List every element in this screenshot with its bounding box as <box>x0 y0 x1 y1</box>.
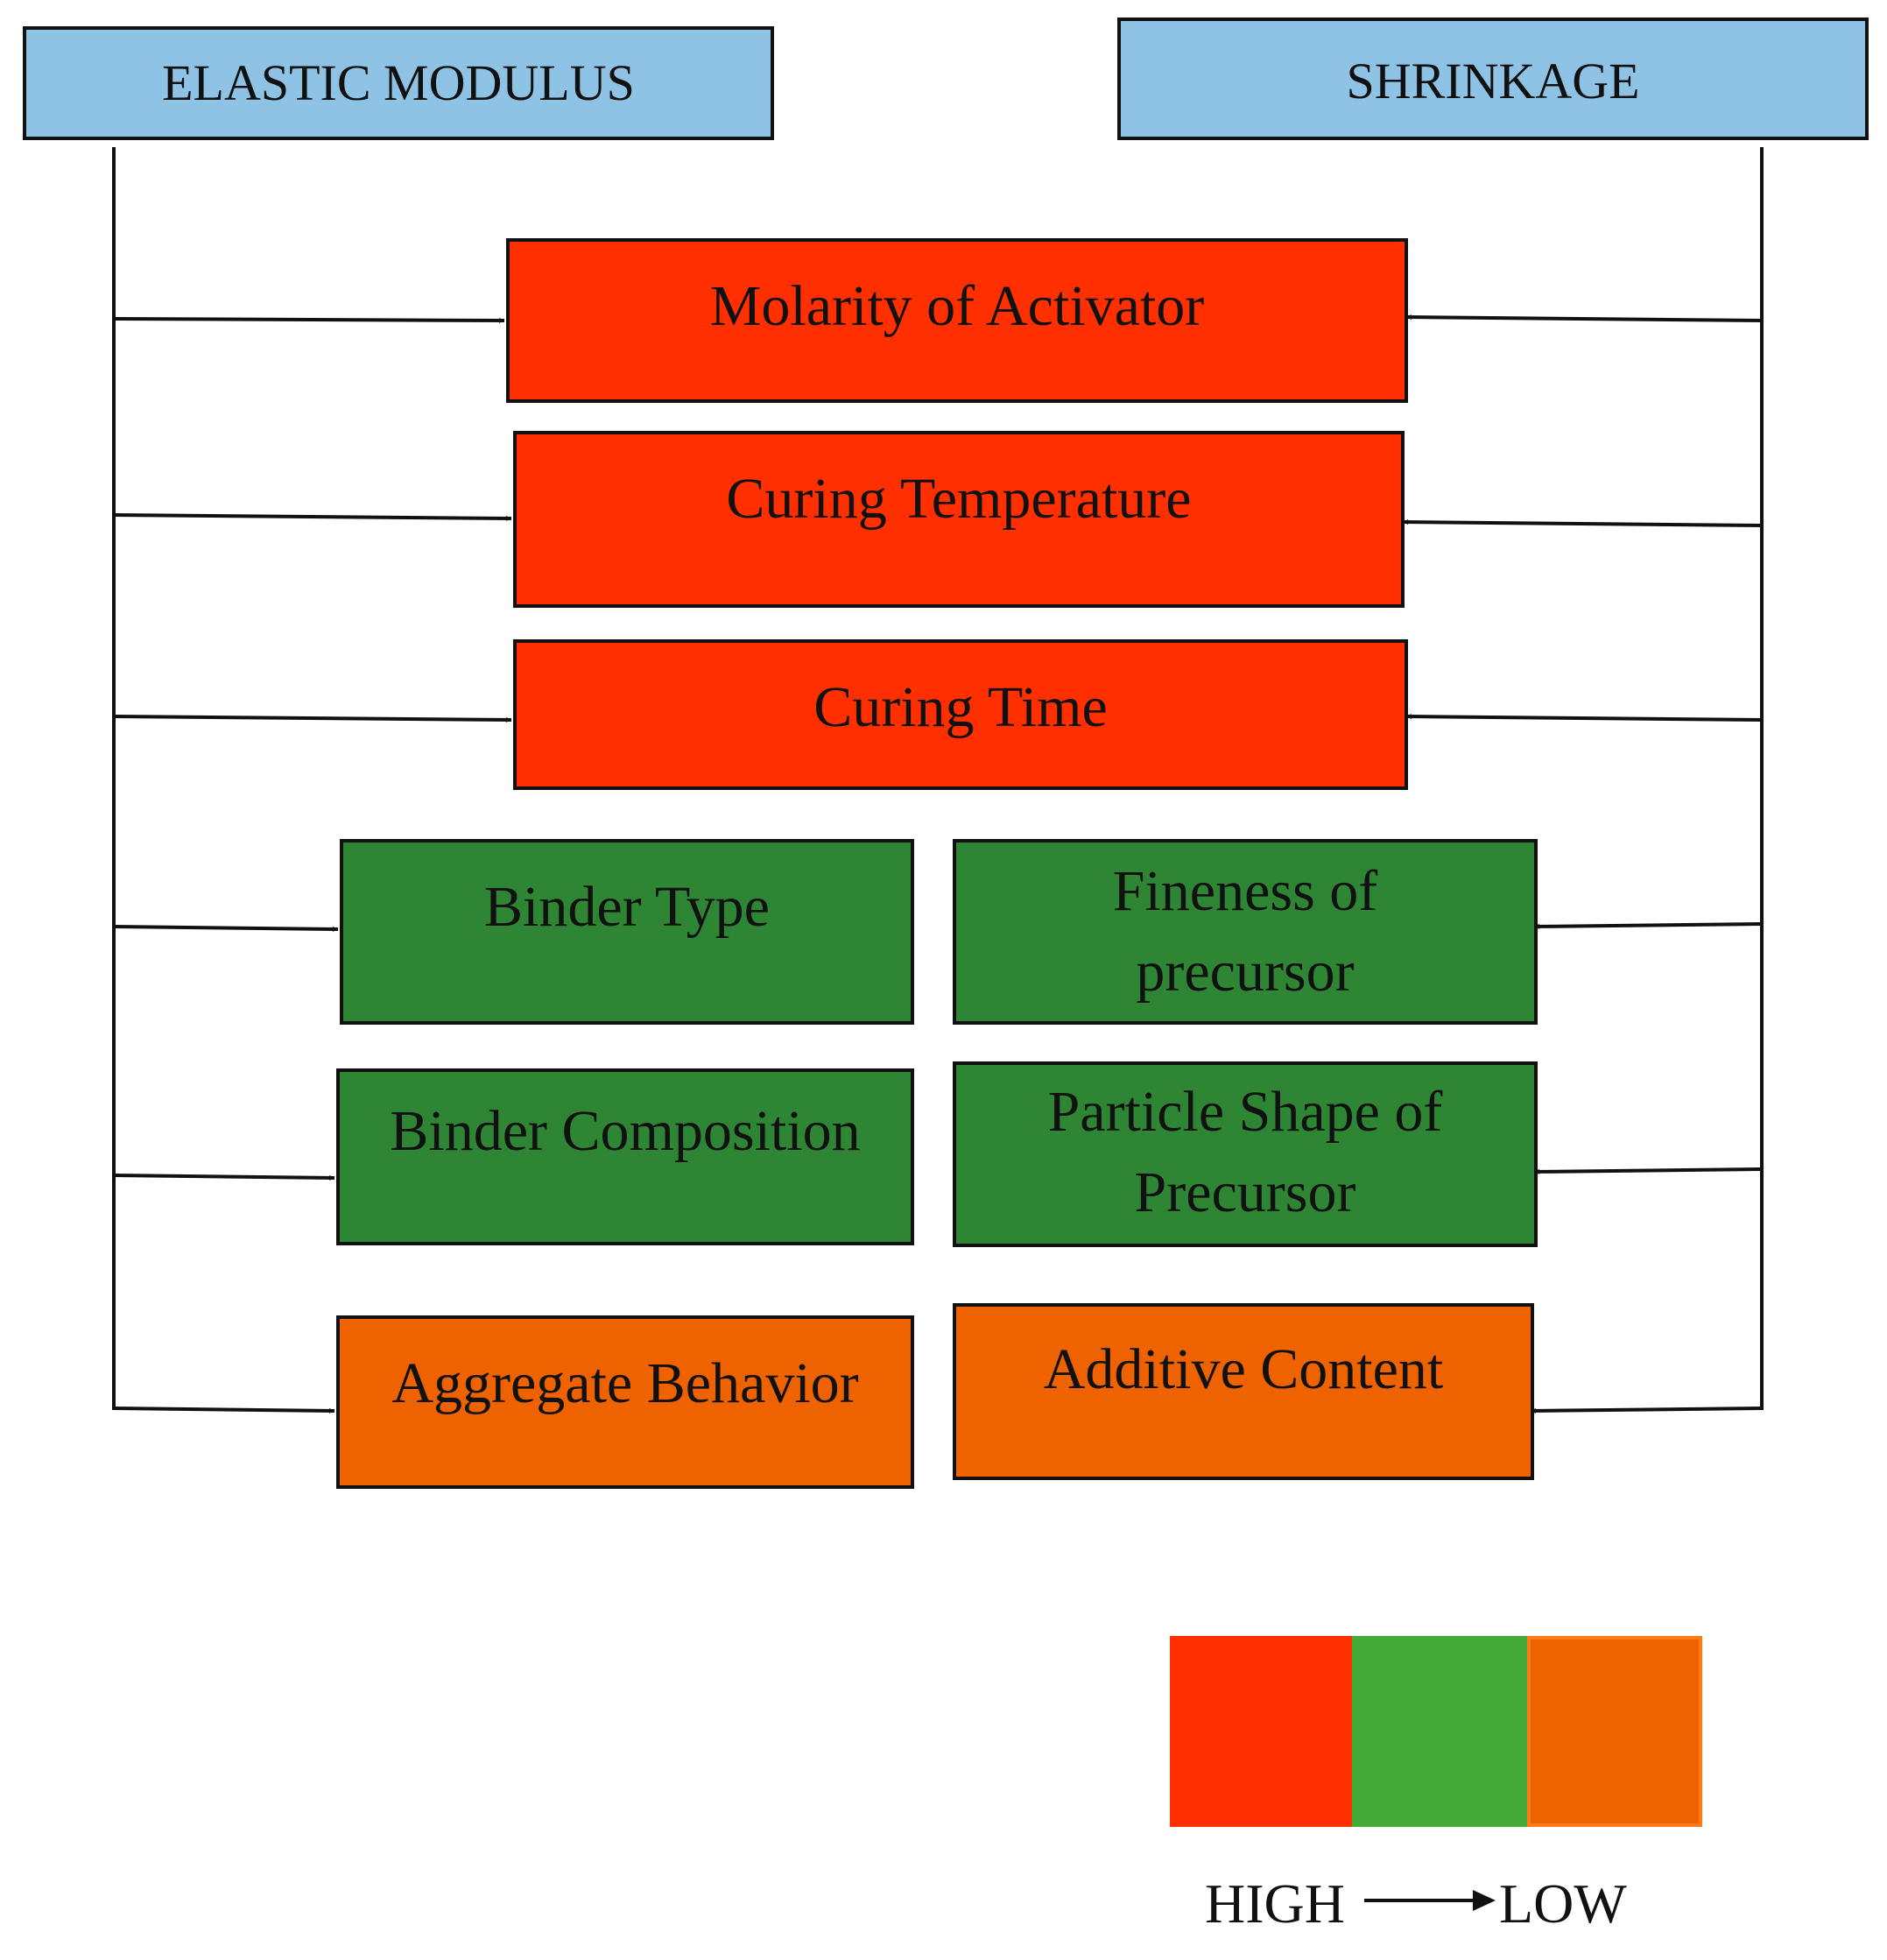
factor-label: Additive Content <box>1043 1337 1444 1401</box>
factor-label: Curing Temperature <box>726 467 1192 531</box>
legend-swatch-medium <box>1352 1636 1527 1827</box>
factor-label: Particle Shape of Precursor <box>1047 1080 1443 1225</box>
arrow-elastic-to-curing-time <box>113 715 512 723</box>
factor-label: Binder Composition <box>390 1099 861 1163</box>
factor-fineness-of-precursor: Fineness of precursor <box>953 839 1538 1025</box>
arrow-elastic-to-binder-type <box>113 925 339 932</box>
legend-low-label: LOW <box>1499 1872 1627 1935</box>
factor-curing-time: Curing Time <box>513 639 1408 790</box>
legend-swatch-high <box>1170 1636 1352 1827</box>
arrow-shrinkage-to-curing-time <box>1405 714 1763 722</box>
arrow-shrinkage-to-molarity <box>1405 314 1763 322</box>
factor-binder-composition: Binder Composition <box>336 1068 914 1245</box>
arrow-shrinkage-to-curing-temperature <box>1402 519 1763 527</box>
factor-label: Binder Type <box>484 875 770 939</box>
arrow-elastic-to-aggregate-behavior <box>113 1407 335 1414</box>
factor-curing-temperature: Curing Temperature <box>513 431 1405 608</box>
factor-binder-type: Binder Type <box>340 839 914 1025</box>
shrinkage-label: SHRINKAGE <box>1346 53 1640 109</box>
factor-molarity-of-activator: Molarity of Activator <box>506 238 1408 403</box>
factor-particle-shape-of-precursor: Particle Shape of Precursor <box>953 1061 1538 1247</box>
legend-high-label: HIGH <box>1205 1872 1345 1935</box>
arrow-elastic-to-binder-composition <box>113 1174 335 1181</box>
legend-arrow-icon <box>1364 1890 1496 1911</box>
factor-label: Aggregate Behavior <box>391 1351 859 1415</box>
factor-label: Fineness of precursor <box>1112 859 1378 1005</box>
arrow-shrinkage-to-particle-shape <box>1533 1167 1763 1174</box>
arrow-elastic-to-molarity <box>113 317 505 323</box>
factor-label: Molarity of Activator <box>709 274 1205 338</box>
legend-swatch-low <box>1527 1636 1702 1827</box>
factor-aggregate-behavior: Aggregate Behavior <box>336 1315 914 1489</box>
elastic-modulus-label: ELASTIC MODULUS <box>162 54 635 112</box>
shrinkage-header: SHRINKAGE <box>1117 18 1869 140</box>
arrow-elastic-to-curing-temperature <box>113 513 512 521</box>
arrow-shrinkage-to-additive-content <box>1530 1407 1763 1414</box>
factor-label: Curing Time <box>813 675 1108 739</box>
factor-additive-content: Additive Content <box>953 1303 1534 1480</box>
elastic-modulus-header: ELASTIC MODULUS <box>23 26 774 140</box>
arrow-shrinkage-to-fineness <box>1533 922 1763 929</box>
